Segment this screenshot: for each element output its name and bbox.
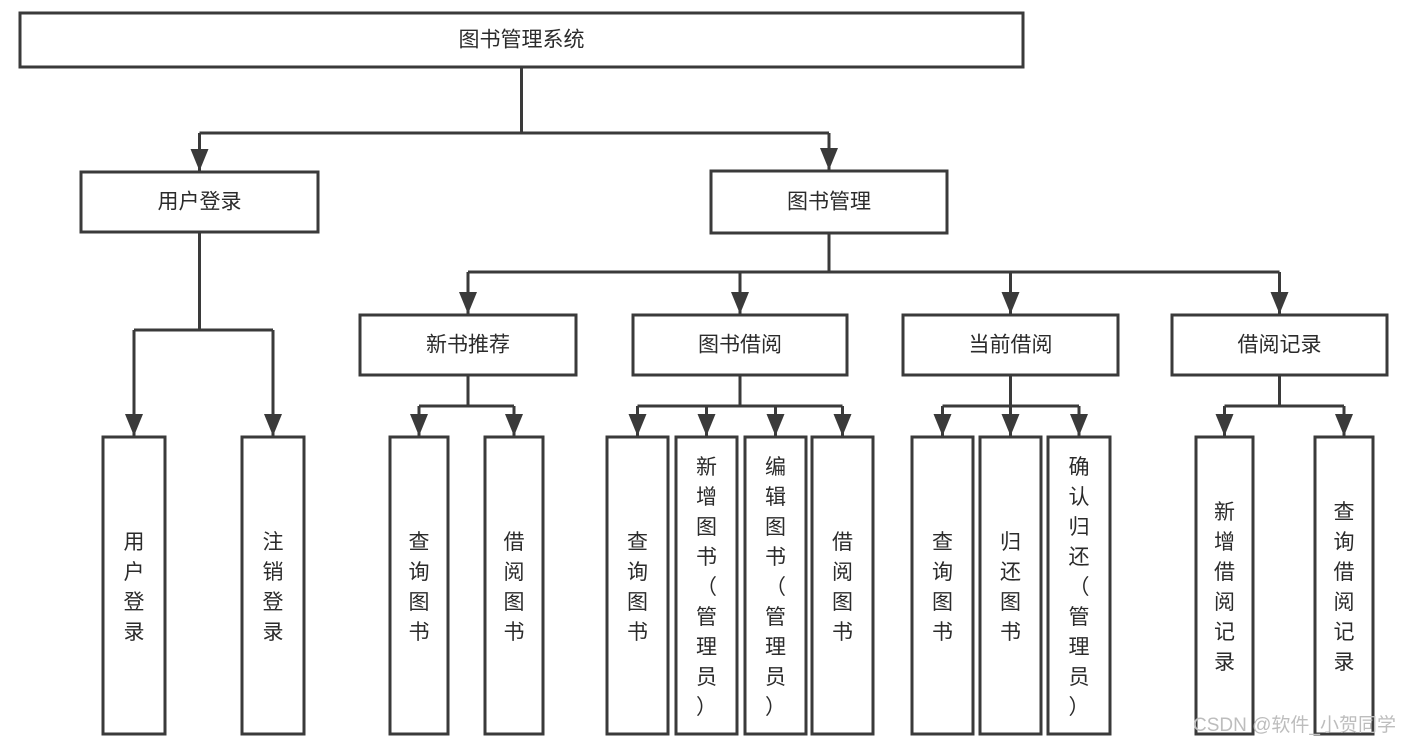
node-leaf-user-login-label: 用户登录: [124, 531, 145, 644]
node-leaf-query-book-2-label: 查询图书: [627, 531, 648, 644]
node-new-book-recommend-label: 新书推荐: [426, 334, 510, 357]
arrow-head-icon: [264, 414, 282, 436]
node-leaf-query-record-label: 查询借阅记录: [1334, 501, 1355, 674]
node-book-manage-box[interactable]: [709, 169, 949, 235]
node-user-login[interactable]: 用户登录: [79, 170, 320, 234]
node-leaf-confirm-return-box[interactable]: [1046, 435, 1112, 736]
node-root-label: 图书管理系统: [459, 29, 585, 52]
node-leaf-borrow-book-2[interactable]: 借阅图书: [810, 435, 875, 736]
arrow-head-icon: [1270, 292, 1289, 314]
node-leaf-return-book-label: 归还图书: [1000, 531, 1021, 644]
node-leaf-query-book-3[interactable]: 查询图书: [910, 435, 975, 736]
arrow-head-icon: [190, 149, 209, 171]
node-leaf-query-book-3-label: 查询图书: [932, 531, 953, 644]
node-leaf-query-book-1-label: 查询图书: [409, 531, 430, 644]
node-leaf-return-book-box[interactable]: [978, 435, 1043, 736]
node-borrow-record-box[interactable]: [1170, 313, 1389, 377]
arrow-head-icon: [628, 414, 647, 436]
node-root-box[interactable]: [18, 11, 1025, 69]
node-new-book-recommend[interactable]: 新书推荐: [358, 313, 578, 377]
node-leaf-query-book-2-box[interactable]: [605, 435, 670, 736]
arrow-head-icon: [833, 414, 852, 436]
node-leaf-add-book-label: 新增图书（管理员）: [696, 456, 717, 719]
node-leaf-edit-book[interactable]: 编辑图书（管理员）: [743, 435, 808, 736]
arrow-head-icon: [731, 292, 749, 314]
node-leaf-logout-box[interactable]: [240, 435, 306, 736]
csdn-watermark: CSDN @软件_小贺同学: [1193, 714, 1396, 736]
node-leaf-query-book-3-box[interactable]: [910, 435, 975, 736]
node-user-login-box[interactable]: [79, 170, 320, 234]
node-leaf-query-book-2[interactable]: 查询图书: [605, 435, 670, 736]
node-borrow-record[interactable]: 借阅记录: [1170, 313, 1389, 377]
node-leaf-confirm-return-label: 确认归还（管理员）: [1069, 456, 1090, 719]
node-book-borrow[interactable]: 图书借阅: [631, 313, 849, 377]
arrow-head-icon: [125, 414, 143, 436]
node-leaf-confirm-return[interactable]: 确认归还（管理员）: [1046, 435, 1112, 736]
node-leaf-query-record[interactable]: 查询借阅记录: [1313, 435, 1375, 736]
node-current-borrow-label: 当前借阅: [969, 334, 1053, 357]
node-leaf-query-book-1-box[interactable]: [388, 435, 450, 736]
node-leaf-borrow-book-1-label: 借阅图书: [504, 531, 525, 644]
arrow-head-icon: [820, 148, 838, 170]
node-leaf-query-book-1[interactable]: 查询图书: [388, 435, 450, 736]
node-leaf-borrow-book-2-box[interactable]: [810, 435, 875, 736]
node-leaf-add-record-box[interactable]: [1194, 435, 1255, 736]
node-borrow-record-label: 借阅记录: [1238, 334, 1322, 357]
node-leaf-user-login-box[interactable]: [101, 435, 167, 736]
node-leaf-borrow-book-1-box[interactable]: [483, 435, 545, 736]
node-user-login-label: 用户登录: [158, 191, 242, 214]
node-leaf-add-record[interactable]: 新增借阅记录: [1194, 435, 1255, 736]
arrow-head-icon: [697, 414, 716, 436]
node-leaf-user-login[interactable]: 用户登录: [101, 435, 167, 736]
arrow-head-icon: [459, 292, 477, 314]
node-leaf-return-book[interactable]: 归还图书: [978, 435, 1043, 736]
node-root[interactable]: 图书管理系统: [18, 11, 1025, 69]
node-boxes: 图书管理系统用户登录图书管理新书推荐图书借阅当前借阅借阅记录用户登录注销登录查询…: [18, 11, 1389, 736]
arrow-head-icon: [505, 414, 523, 436]
node-book-borrow-label: 图书借阅: [698, 334, 782, 357]
node-leaf-edit-book-box[interactable]: [743, 435, 808, 736]
node-leaf-add-record-label: 新增借阅记录: [1214, 501, 1235, 674]
node-current-borrow-box[interactable]: [901, 313, 1120, 377]
arrow-head-icon: [1070, 414, 1088, 436]
node-leaf-logout-label: 注销登录: [263, 531, 284, 644]
connector-lines: [125, 67, 1353, 436]
node-leaf-borrow-book-2-label: 借阅图书: [832, 531, 853, 644]
node-leaf-add-book[interactable]: 新增图书（管理员）: [674, 435, 739, 736]
node-new-book-recommend-box[interactable]: [358, 313, 578, 377]
arrow-head-icon: [1001, 292, 1020, 314]
node-leaf-edit-book-label: 编辑图书（管理员）: [765, 456, 786, 719]
node-leaf-logout[interactable]: 注销登录: [240, 435, 306, 736]
node-book-borrow-box[interactable]: [631, 313, 849, 377]
node-book-manage[interactable]: 图书管理: [709, 169, 949, 235]
node-current-borrow[interactable]: 当前借阅: [901, 313, 1120, 377]
node-leaf-query-record-box[interactable]: [1313, 435, 1375, 736]
node-leaf-borrow-book-1[interactable]: 借阅图书: [483, 435, 545, 736]
arrow-head-icon: [410, 414, 428, 436]
node-leaf-add-book-box[interactable]: [674, 435, 739, 736]
arrow-head-icon: [1001, 414, 1020, 436]
arrow-head-icon: [766, 414, 785, 436]
arrow-head-icon: [933, 414, 952, 436]
arrow-head-icon: [1215, 414, 1234, 436]
arrow-head-icon: [1335, 414, 1353, 436]
node-book-manage-label: 图书管理: [787, 191, 871, 214]
